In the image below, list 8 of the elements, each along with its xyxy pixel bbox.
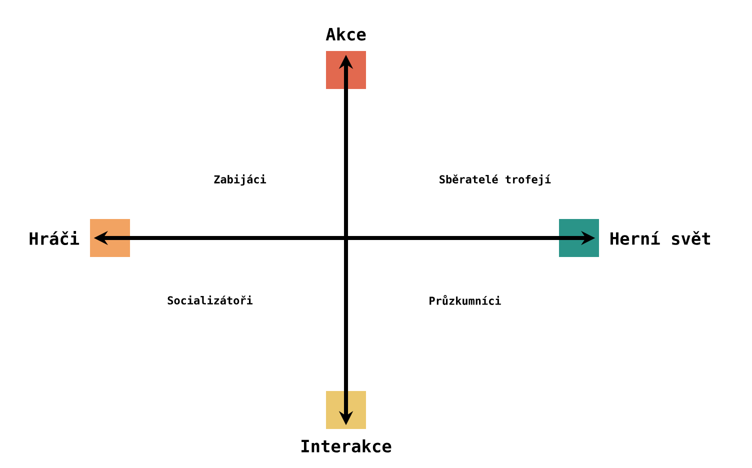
node-label: Hráči (30, 231, 80, 245)
quadrant-label: Průzkumníci (430, 295, 501, 305)
quadrant-label: Sběratelé trofejí (440, 174, 551, 186)
node-label: Interakce (302, 439, 392, 452)
node-label: Akce (326, 27, 366, 41)
quadrant-label: Zabijáci (214, 174, 266, 186)
node-label: Herní svět (610, 231, 710, 245)
quadrant-label: Socializátoři (168, 295, 253, 305)
